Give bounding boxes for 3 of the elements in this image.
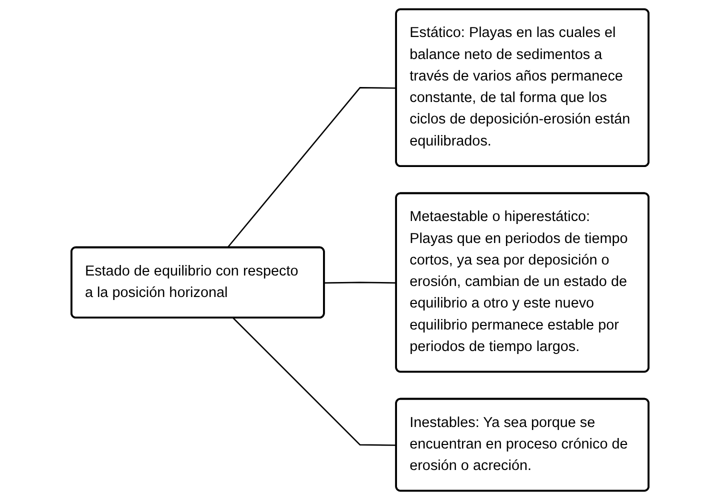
connector xyxy=(226,87,396,248)
connector xyxy=(324,282,396,284)
connector xyxy=(232,318,396,446)
